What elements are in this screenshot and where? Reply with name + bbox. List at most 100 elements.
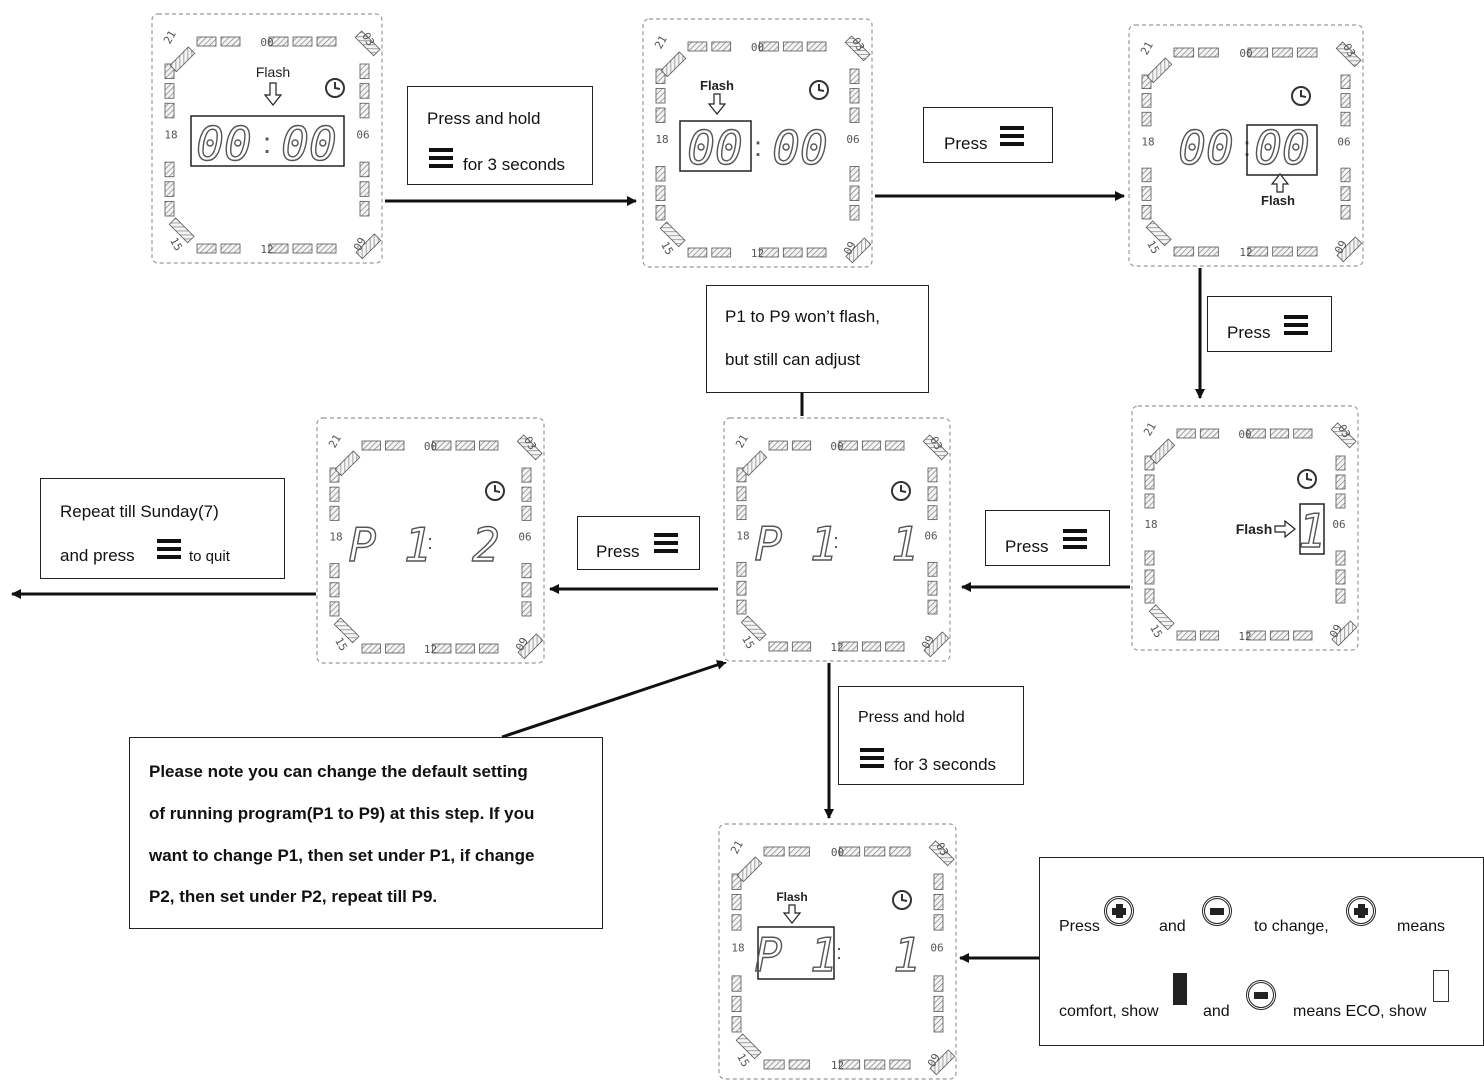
svg-text:06: 06 [930,942,943,955]
svg-text:18: 18 [1141,136,1154,149]
svg-text:09: 09 [925,1051,943,1069]
clock-icon [1297,469,1317,489]
svg-text:15: 15 [1147,622,1165,640]
change-and2: and [1203,1003,1230,1020]
menu-icon [429,148,453,168]
svg-text:18: 18 [1144,518,1157,531]
menu-icon [860,748,884,768]
program-change-note: Please note you can change the default s… [129,737,603,929]
svg-text:15: 15 [739,633,757,651]
arrow-note-to-5 [501,660,727,739]
flash-text: Flash [1236,521,1273,537]
svg-text:12: 12 [260,243,273,256]
instruction-change-mode: Press and to change, means comfort, show… [1039,857,1484,1046]
day-digit: 1 [891,517,919,571]
menu-icon [157,539,181,559]
svg-text:18: 18 [164,129,177,142]
flash-text: Flash [1261,193,1295,208]
press-label: Press [1227,323,1271,342]
minute-digits: 00 [1254,121,1309,175]
day-digit: 1 [893,928,921,982]
press-label: Press [596,542,640,561]
svg-text:21: 21 [733,432,751,450]
svg-text:03: 03 [1340,41,1358,59]
comfort-indicator-icon [1173,973,1187,1005]
colon: : [833,531,839,553]
svg-text:15: 15 [734,1051,752,1069]
instruction-line2: for 3 seconds [463,155,566,174]
svg-text:00: 00 [260,36,273,49]
program-label: P 1 [348,518,431,572]
day-digit: 1 [1298,504,1326,558]
plus-button-icon [1346,896,1376,926]
minus-button-icon [1246,980,1276,1010]
flash-arrow-icon [1270,173,1290,193]
flash-text: Flash [700,78,734,93]
colon: : [427,532,433,554]
menu-icon [1284,315,1308,335]
svg-text:00: 00 [1239,47,1252,60]
svg-text:12: 12 [1239,246,1252,259]
instruction-repeat: Repeat till Sunday(7) and press to quit [40,478,285,579]
svg-text:03: 03 [849,35,867,53]
menu-icon [1063,529,1087,549]
svg-text:21: 21 [728,838,746,856]
instruction-press-hold-2: Press and hold for 3 seconds [838,686,1024,785]
svg-text:18: 18 [329,531,342,544]
flash-frame [190,115,345,167]
svg-text:09: 09 [1332,238,1350,256]
change-and1: and [1159,918,1186,935]
instruction-line1: Press and hold [427,109,541,128]
press-label: Press [1005,537,1049,556]
svg-text:18: 18 [655,133,668,146]
note-line: want to change P1, then set under P1, if… [149,846,535,865]
svg-text:18: 18 [736,530,749,543]
plus-button-icon [1104,896,1134,926]
svg-text:00: 00 [1238,428,1251,441]
repeat-line2a: and press [60,546,135,565]
flash-frame [679,120,752,172]
svg-text:03: 03 [521,434,539,452]
minute-digits: 00 [281,117,336,171]
instruction-line2: for 3 seconds [894,755,997,774]
hour-digits: 00 [1178,121,1233,175]
svg-text:09: 09 [513,635,531,653]
svg-text:12: 12 [751,247,764,260]
instruction-press-2: Press [1207,296,1332,352]
note-line: P2, then set under P2, repeat till P9. [149,887,438,906]
menu-icon [1000,126,1024,146]
svg-text:15: 15 [1144,238,1162,256]
clock-icon [485,481,505,501]
minute-digits: 00 [772,121,827,175]
svg-text:06: 06 [518,531,531,544]
menu-icon [654,533,678,553]
colon: : [836,942,842,964]
repeat-line2b: to quit [189,548,230,565]
change-to-change: to change, [1254,918,1329,935]
note-line: of running program(P1 to P9) at this ste… [149,804,535,823]
svg-text:21: 21 [161,28,179,46]
svg-text:09: 09 [919,633,937,651]
instruction-press-3: Press [985,510,1110,566]
day-digit: 2 [472,518,500,572]
clock-icon [891,481,911,501]
svg-text:03: 03 [359,30,377,48]
svg-text:06: 06 [356,129,369,142]
hour-digits: 00 [687,121,742,175]
change-means1: means [1397,918,1446,935]
flash-frame [757,926,835,980]
note-line: Please note you can change the default s… [149,762,528,781]
flash-arrow-icon [263,82,283,106]
flash-frame [1299,503,1325,555]
svg-text:09: 09 [841,239,859,257]
